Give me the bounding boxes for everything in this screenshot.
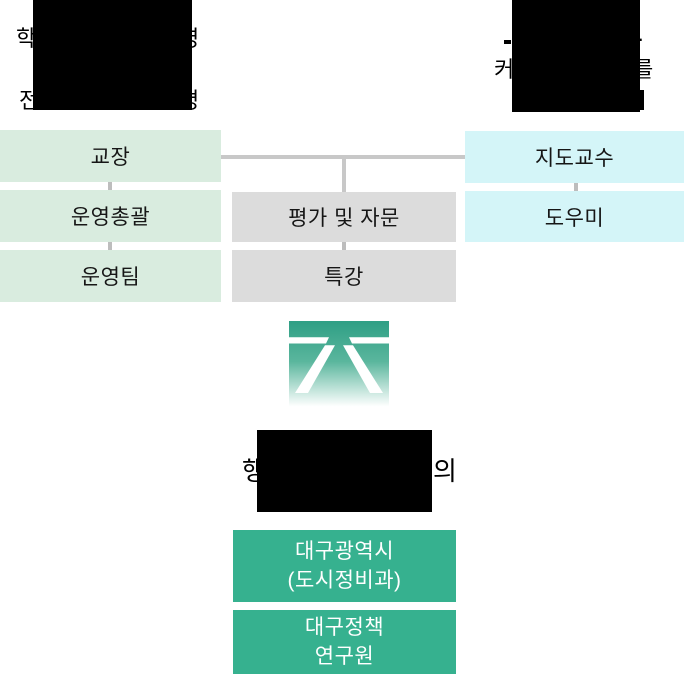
connector-tick	[108, 242, 112, 250]
partner-line: 연구원	[314, 645, 375, 668]
connector-tick	[342, 242, 346, 250]
mountain-arrow-logo-icon	[289, 321, 389, 411]
org-box-ops-team: 운영팀	[0, 250, 221, 302]
org-box-advisor: 지도교수	[465, 131, 684, 183]
partner-line: (도시정비과)	[287, 569, 402, 592]
org-box-principal: 교장	[0, 130, 221, 182]
partner-line: 대구광역시	[294, 540, 395, 563]
redaction-box	[512, 0, 640, 112]
org-box-eval-advisory: 평가 및 자문	[232, 192, 456, 242]
note-fragment: 학	[16, 26, 37, 51]
glyph-fragment	[640, 90, 644, 110]
title-fragment: 의	[433, 456, 457, 486]
org-box-special-lecture: 특강	[232, 250, 456, 302]
org-box-ops-lead: 운영총괄	[0, 190, 221, 242]
partner-box-daegu-policy-institute: 대구정책 연구원	[233, 610, 456, 674]
glyph-fragment	[504, 40, 511, 44]
partner-box-daegu-city: 대구광역시 (도시정비과)	[233, 530, 456, 602]
redaction-box	[33, 0, 192, 110]
note-fragment: ·	[637, 26, 645, 51]
note-fragment: 커	[494, 57, 515, 82]
connector-tick	[108, 182, 112, 190]
connector-vertical-line	[342, 159, 346, 192]
org-box-helper: 도우미	[465, 191, 684, 242]
redaction-box	[257, 430, 432, 512]
partner-line: 대구정책	[304, 616, 385, 639]
connector-tick	[574, 183, 578, 191]
connector-horizontal-line	[221, 155, 465, 159]
